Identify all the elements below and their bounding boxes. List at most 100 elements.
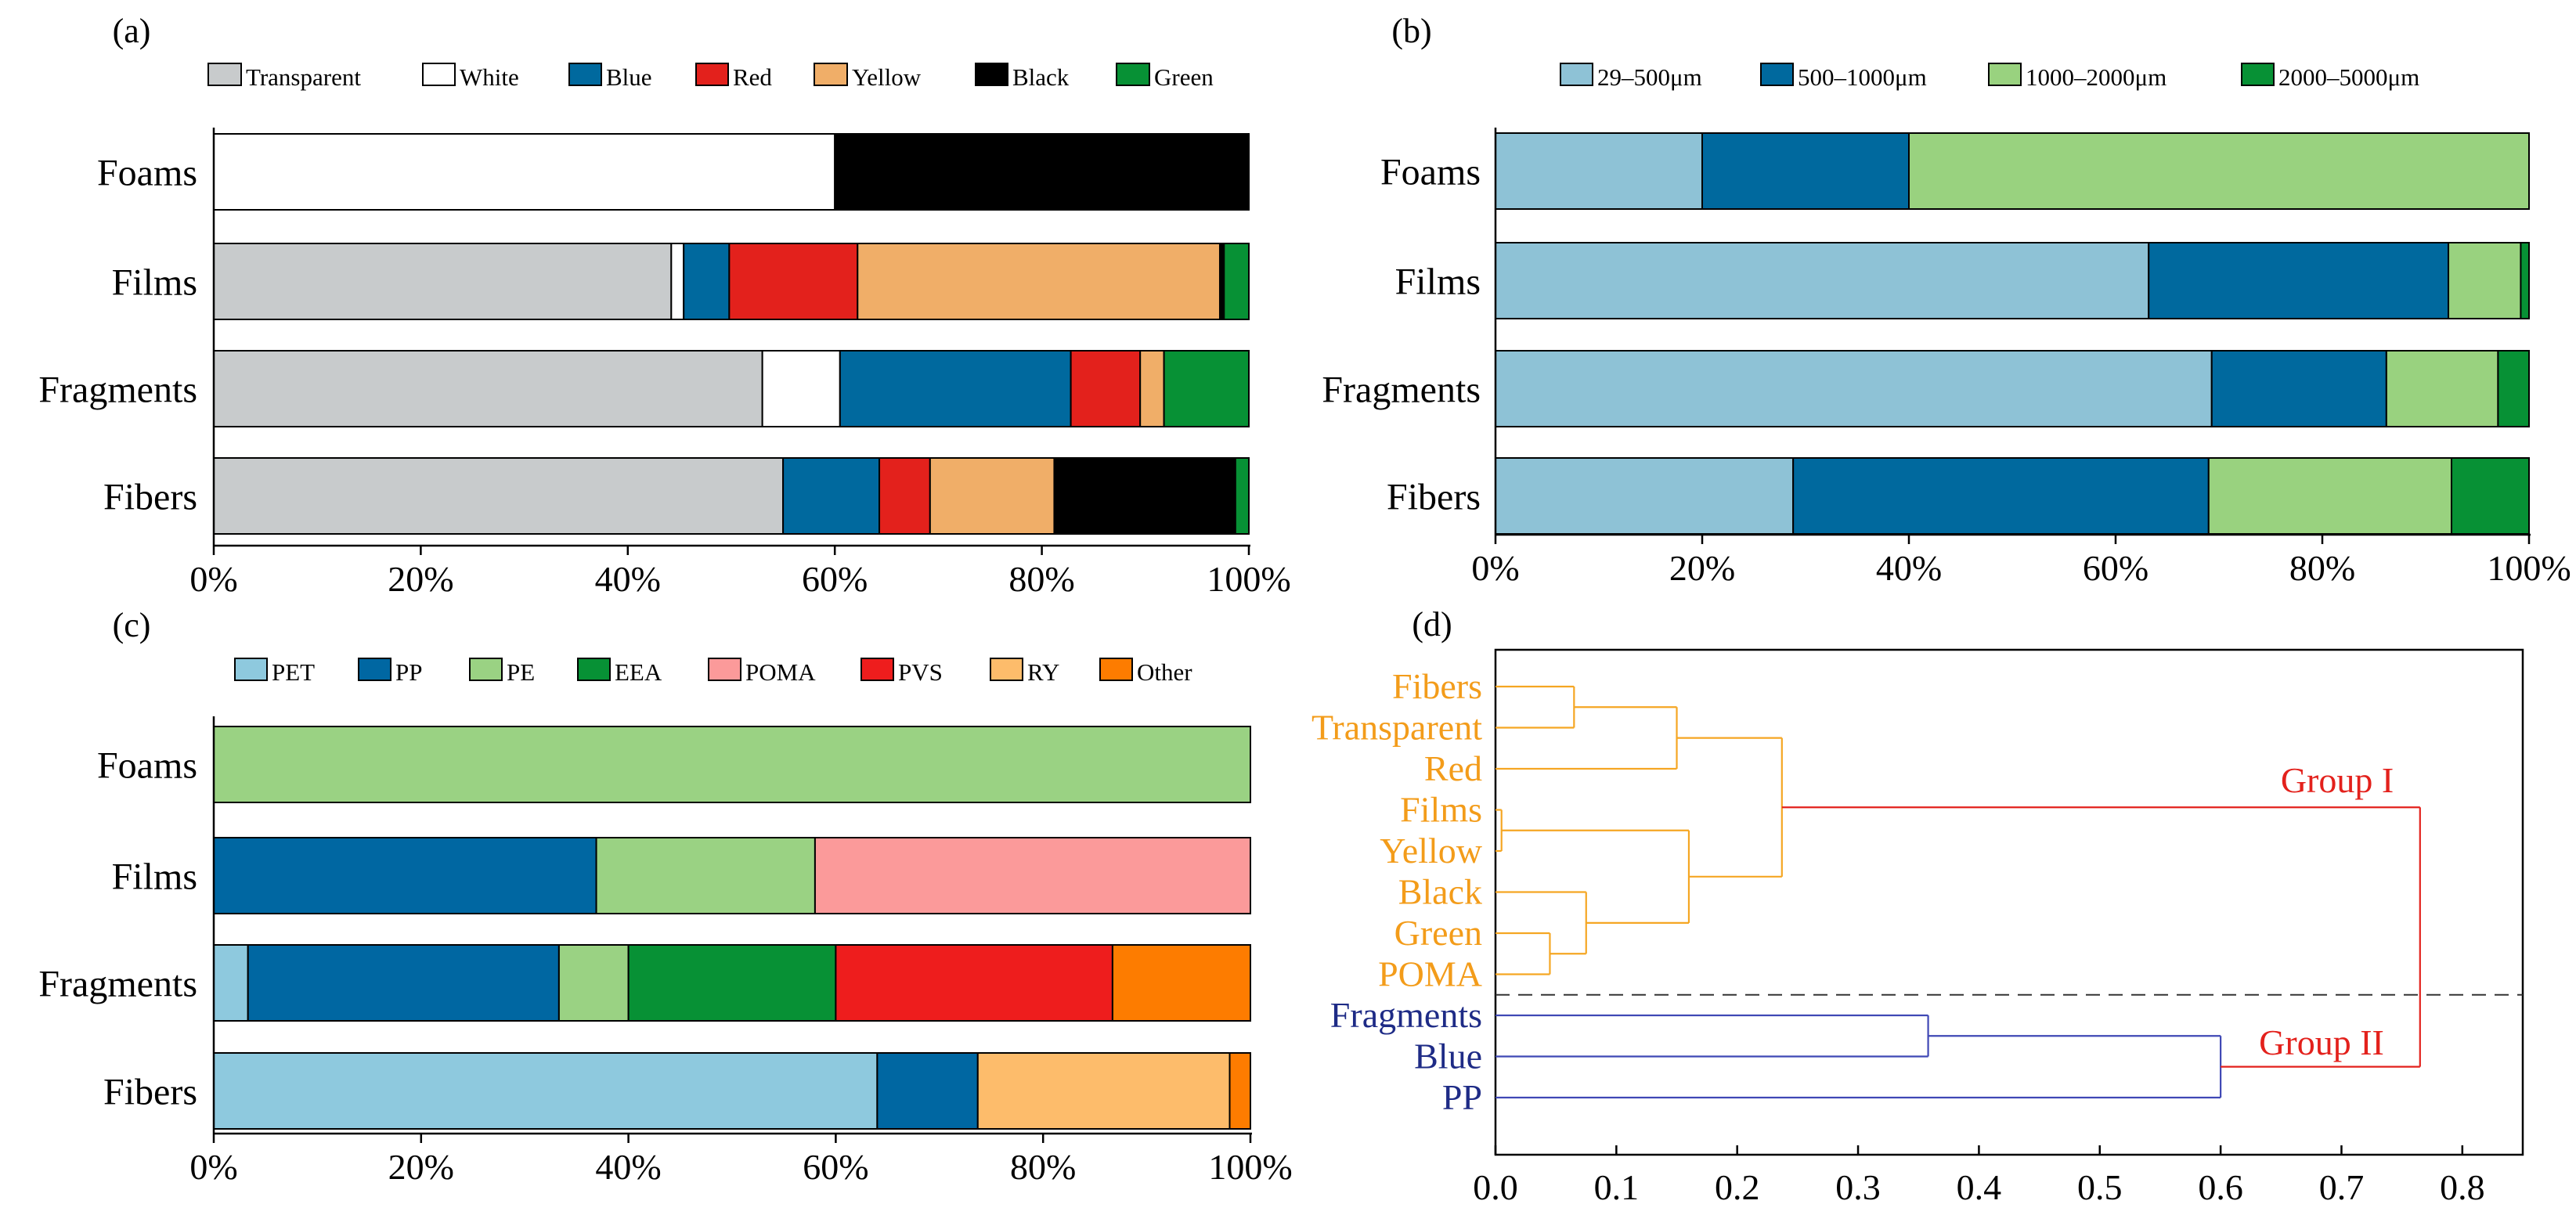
legend-swatch-500-1000-m (1760, 63, 1794, 86)
legend-swatch-2000-5000-m (2241, 63, 2275, 86)
bar-segment-foams-500-1000-m (1701, 132, 1910, 210)
bar-segment-films-pe (595, 837, 816, 914)
bar-segment-fibers-ry (976, 1052, 1231, 1130)
bar-segment-fibers-1000-2000-m (2207, 457, 2453, 535)
leaf-label-films: Films (1400, 790, 1482, 830)
bar-segment-fragments-green (1163, 350, 1250, 427)
bar-segment-films-pp (213, 837, 597, 914)
bar-segment-fragments-yellow (1139, 350, 1165, 427)
x-tick-label: 80% (1010, 1147, 1076, 1187)
bar-segment-fibers-transparent (213, 457, 785, 535)
bar-segment-fibers-green (1234, 457, 1250, 535)
legend-swatch-green (1116, 63, 1150, 86)
legend-label-pvs: PVS (898, 658, 943, 686)
bar-segment-films-1000-2000-m (2448, 242, 2522, 319)
group-i-label: Group I (2281, 760, 2394, 800)
x-tick-label: 20% (388, 559, 453, 599)
bar-segment-fragments-500-1000-m (2210, 350, 2387, 427)
panel-label: (a) (113, 12, 151, 50)
leaf-label-fibers: Fibers (1392, 666, 1482, 706)
bar-segment-foams-black (834, 133, 1250, 211)
x-tick-label: 0.4 (1957, 1167, 2002, 1207)
bar-segment-fragments-pp (247, 944, 560, 1022)
legend-label-white: White (460, 63, 519, 91)
legend-swatch-white (422, 63, 456, 86)
bar-segment-films-29-500-m (1495, 242, 2150, 319)
legend-swatch-1000-2000-m (1988, 63, 2022, 86)
legend-swatch-pet (234, 658, 268, 681)
category-label-fragments: Fragments (38, 964, 197, 1005)
bar-segment-films-500-1000-m (2148, 242, 2450, 319)
x-tick-label: 100% (1207, 559, 1290, 599)
bar-segment-films-2000-5000-m (2520, 242, 2530, 319)
legend-swatch-ry (990, 658, 1023, 681)
legend-label-red: Red (733, 63, 772, 91)
legend-label-500-1000-m: 500–1000μm (1798, 63, 1927, 91)
legend-label-29-500-m: 29–500μm (1597, 63, 1702, 91)
bar-segment-fibers-29-500-m (1495, 457, 1795, 535)
category-label-films: Films (112, 856, 197, 898)
bar-segment-fragments-white (761, 350, 841, 427)
x-tick-label: 80% (2289, 548, 2355, 588)
legend-label-pe: PE (507, 658, 535, 686)
leaf-label-fragments: Fragments (1330, 995, 1482, 1035)
leaf-label-poma: POMA (1378, 954, 1482, 994)
x-tick-label: 0% (189, 559, 237, 599)
x-tick-label: 100% (2487, 548, 2571, 588)
x-tick-label: 0.0 (1473, 1167, 1518, 1207)
category-label-fibers: Fibers (103, 477, 197, 518)
bar-segment-foams-1000-2000-m (1908, 132, 2530, 210)
x-tick-label: 40% (595, 1147, 661, 1187)
category-label-films: Films (1395, 261, 1481, 303)
legend-label-blue: Blue (606, 63, 652, 91)
legend-label-poma: POMA (745, 658, 816, 686)
legend-label-eea: EEA (615, 658, 662, 686)
panel-d: (d)FibersTransparentRedFilmsYellowBlackG… (1311, 605, 2524, 1207)
bar-segment-films-blue (683, 243, 731, 320)
x-tick-label: 0.8 (2440, 1167, 2485, 1207)
legend-swatch-yellow (814, 63, 848, 86)
category-label-foams: Foams (97, 153, 197, 194)
x-tick-label: 0.2 (1715, 1167, 1760, 1207)
x-tick-label: 0.6 (2198, 1167, 2243, 1207)
bar-segment-fibers-red (879, 457, 931, 535)
x-tick-label: 100% (1208, 1147, 1292, 1187)
bar-segment-films-red (728, 243, 859, 320)
bar-segment-fragments-blue (839, 350, 1072, 427)
legend-swatch-29-500-m (1560, 63, 1593, 86)
legend-label-pet: PET (272, 658, 315, 686)
category-label-fibers: Fibers (1387, 477, 1481, 518)
panel-label: (d) (1412, 605, 1452, 644)
legend-label-pp: PP (395, 658, 422, 686)
bar-segment-fibers-2000-5000-m (2451, 457, 2530, 535)
legend-swatch-eea (577, 658, 611, 681)
category-label-foams: Foams (97, 745, 197, 787)
legend-swatch-pe (469, 658, 503, 681)
legend-label-black: Black (1012, 63, 1070, 91)
bar-segment-fibers-blue (782, 457, 881, 535)
leaf-label-green: Green (1394, 913, 1482, 953)
bar-segment-films-poma (814, 837, 1252, 914)
bar-segment-fragments-pvs (835, 944, 1113, 1022)
bar-segment-fragments-1000-2000-m (2385, 350, 2499, 427)
legend-label-1000-2000-m: 1000–2000μm (2026, 63, 2167, 91)
legend-label-2000-5000-m: 2000–5000μm (2278, 63, 2419, 91)
bar-segment-fragments-29-500-m (1495, 350, 2213, 427)
bar-segment-fibers-black (1053, 457, 1236, 535)
x-tick-label: 0.1 (1594, 1167, 1640, 1207)
bar-segment-foams-29-500-m (1495, 132, 1703, 210)
legend-label-ry: RY (1027, 658, 1059, 686)
bar-segment-fibers-pet (213, 1052, 879, 1130)
x-tick-label: 0% (189, 1147, 237, 1187)
bar-segment-fragments-red (1070, 350, 1142, 427)
legend-label-green: Green (1154, 63, 1214, 91)
bar-segment-fragments-pe (557, 944, 630, 1022)
category-label-films: Films (112, 262, 197, 304)
legend-swatch-black (975, 63, 1008, 86)
bar-segment-fibers-500-1000-m (1792, 457, 2210, 535)
legend-swatch-transparent (207, 63, 242, 86)
category-label-fragments: Fragments (1322, 370, 1481, 411)
category-label-foams: Foams (1380, 152, 1481, 193)
leaf-label-yellow: Yellow (1380, 831, 1483, 871)
x-tick-label: 20% (388, 1147, 454, 1187)
